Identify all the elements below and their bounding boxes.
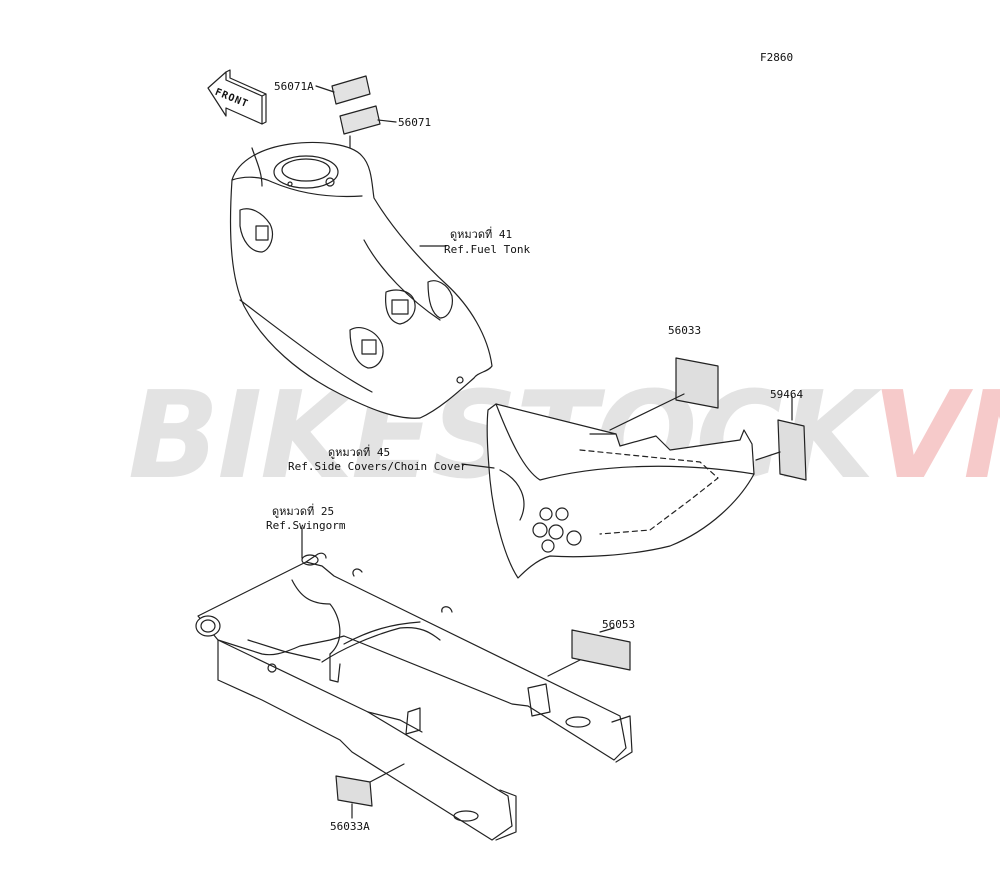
- ref-side-covers-th: ดูหมวดที่ 45: [328, 446, 391, 459]
- ref-fuel-tank-en[interactable]: Ref.Fuel Tonk: [444, 243, 531, 256]
- ref-swingarm-th: ดูหมวดที่ 25: [272, 505, 335, 518]
- part-label-56053[interactable]: 56053: [602, 618, 636, 631]
- part-label-56033[interactable]: 56033: [668, 324, 702, 337]
- ref-side-covers-en[interactable]: Ref.Side Covers/Choin Cover: [288, 460, 467, 473]
- side-cover: [486, 403, 755, 579]
- ref-fuel-tank-th: ดูหมวดที่ 41: [450, 228, 513, 241]
- leader-56053: [599, 627, 615, 633]
- leader-56071: [377, 119, 397, 123]
- watermark-accent: VN: [872, 367, 1000, 506]
- diagram-code: F2860: [760, 51, 794, 64]
- front-arrow-icon: [207, 69, 267, 125]
- part-label-56071[interactable]: 56071: [398, 116, 432, 129]
- decal-59464: [777, 419, 807, 481]
- leader-59464-b: [755, 451, 781, 461]
- decal-56053: [571, 629, 631, 671]
- swingarm: [195, 552, 633, 841]
- part-label-56071a[interactable]: 56071A: [274, 80, 314, 93]
- ref-swingarm-en[interactable]: Ref.Swingorm: [266, 519, 346, 532]
- part-label-56033a[interactable]: 56033A: [330, 820, 370, 833]
- leader-56033: [609, 393, 685, 431]
- fuel-tank: [229, 141, 493, 419]
- leader-56033a-b: [369, 763, 405, 783]
- decal-56071a: [331, 75, 371, 105]
- part-label-59464[interactable]: 59464: [770, 388, 804, 401]
- decal-56071: [339, 105, 381, 135]
- leader-56071a: [315, 85, 335, 93]
- decal-56033: [675, 357, 719, 409]
- leader-56053-b: [547, 659, 581, 677]
- decal-56033a: [335, 775, 373, 807]
- leader-side-cover: [461, 463, 495, 469]
